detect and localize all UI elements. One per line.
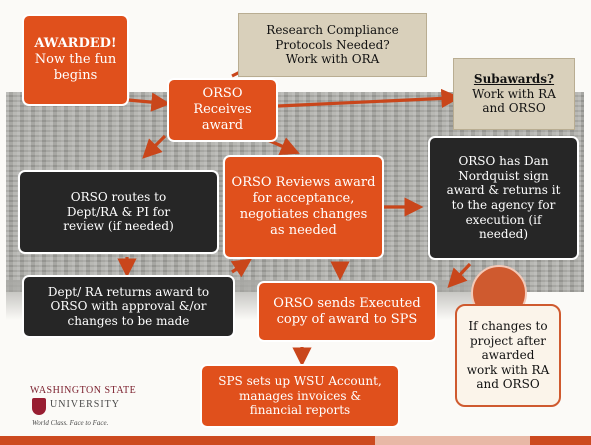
subawards-line2: and ORSO	[482, 101, 546, 116]
orso-dan-line5: execution (if	[465, 212, 542, 227]
bottom-accent-bar	[0, 436, 591, 445]
subawards-title: Subawards?	[473, 72, 555, 87]
arrow-awarded-to-receives	[127, 92, 171, 112]
changes-line2: project after	[469, 333, 547, 348]
compliance-line1: Research Compliance	[266, 23, 399, 38]
orso-dan-line3: award & returns it	[446, 183, 561, 198]
logo-line1: WASHINGTON STATE	[30, 385, 137, 396]
arrow-dept-to-reviews	[230, 258, 252, 278]
awarded-title: AWARDED!	[34, 36, 117, 52]
orso-routes-box: ORSO routes to Dept/RA & PI for review (…	[18, 170, 219, 254]
logo-line2: UNIVERSITY	[50, 399, 120, 410]
orso-reviews-line1: ORSO Reviews award	[231, 175, 376, 191]
arrow-dan-to-sends	[447, 262, 472, 288]
orso-routes-line2: Dept/RA & PI for	[66, 204, 171, 219]
subawards-box: Subawards? Work with RA and ORSO	[453, 58, 575, 130]
orso-receives-line3: award	[201, 117, 244, 133]
dept-returns-line3: changes to be made	[67, 313, 190, 328]
orso-dan-line1: ORSO has Dan	[458, 154, 549, 169]
orso-sends-line2: copy of award to SPS	[276, 311, 418, 327]
changes-line3: awarded	[481, 348, 535, 363]
awarded-box: AWARDED! Now the fun begins	[22, 14, 129, 106]
arrow-receives-to-subawards	[277, 88, 461, 109]
dept-returns-box: Dept/ RA returns award to ORSO with appr…	[22, 275, 235, 338]
sps-box: SPS sets up WSU Account, manages invoice…	[200, 364, 400, 428]
sps-line3: financial reports	[249, 403, 351, 418]
compliance-line2: Protocols Needed?	[275, 37, 390, 52]
subawards-line1: Work with RA	[472, 86, 556, 101]
sps-line2: manages invoices &	[238, 388, 362, 403]
orso-receives-line2: Receives	[193, 102, 252, 118]
cougar-shield-icon	[32, 398, 46, 415]
dept-returns-line1: Dept/ RA returns award to	[47, 284, 210, 299]
orso-reviews-line2: for acceptance,	[252, 191, 355, 207]
orso-routes-line3: review (if needed)	[63, 219, 174, 234]
orso-routes-line1: ORSO routes to	[70, 190, 167, 205]
bottom-accent-segment	[375, 436, 530, 445]
awarded-line2: begins	[53, 67, 98, 83]
orso-receives-box: ORSO Receives award	[167, 78, 278, 142]
changes-line4: work with RA	[466, 362, 550, 377]
orso-dan-line4: to the agency for	[451, 198, 556, 212]
orso-receives-line1: ORSO	[202, 86, 243, 102]
changes-callout: If changes to project after awarded work…	[455, 304, 561, 407]
arrow-receives-to-routes	[142, 134, 167, 159]
orso-reviews-line3: negotiates changes	[239, 207, 368, 222]
orso-dan-line2: Nordquist sign	[458, 168, 549, 183]
wsu-logo: WASHINGTON STATE UNIVERSITY World Class.…	[30, 385, 190, 435]
orso-dan-box: ORSO has Dan Nordquist sign award & retu…	[428, 136, 579, 260]
logo-tagline: World Class. Face to Face.	[32, 419, 109, 427]
orso-dan-line6: needed)	[478, 227, 529, 242]
orso-sends-line1: ORSO sends Executed	[273, 295, 421, 311]
changes-line1: If changes to	[468, 318, 548, 333]
awarded-line1: Now the fun	[34, 52, 117, 68]
sps-line1: SPS sets up WSU Account,	[218, 374, 382, 389]
dept-returns-line2: ORSO with approval &/or	[50, 299, 207, 314]
compliance-line3: Work with ORA	[285, 52, 380, 67]
changes-line5: and ORSO	[476, 377, 540, 392]
compliance-box: Research Compliance Protocols Needed? Wo…	[238, 13, 427, 77]
orso-reviews-line4: as needed	[270, 222, 337, 238]
orso-sends-box: ORSO sends Executed copy of award to SPS	[257, 281, 437, 342]
orso-reviews-box: ORSO Reviews award for acceptance, negot…	[223, 155, 384, 259]
